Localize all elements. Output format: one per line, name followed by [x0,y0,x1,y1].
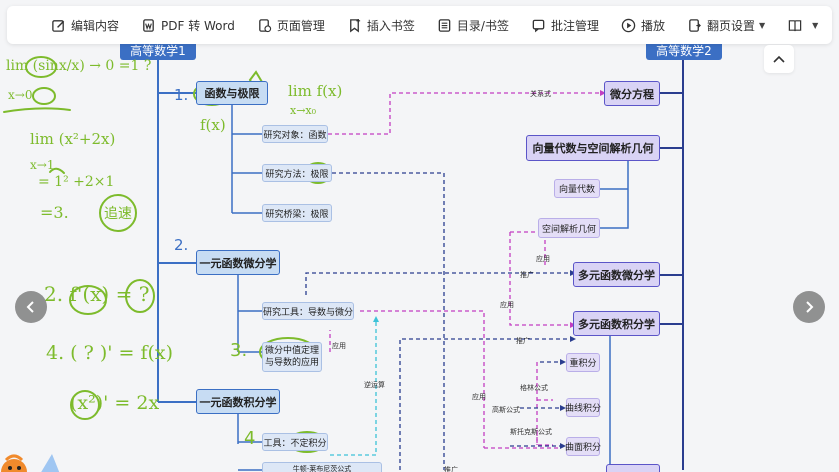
node-partial-bottom [606,464,660,472]
top-toolbar: 编辑内容 PDF 转 Word 页面管理 插入书签 目录/书签 批注管理 播放 [7,6,832,44]
section-number-4: 4 [244,428,256,449]
pdf-to-word-button[interactable]: PDF 转 Word [141,6,235,44]
label-gauss: 高斯公式 [492,406,520,414]
label-inverse: 逆运算 [364,381,385,389]
hw-lim2-eval: = 1² +2×1 [38,174,115,190]
chevron-up-icon [773,55,785,63]
node-b1-bridge: 研究桥梁：极限 [262,204,332,222]
section-number-3: 3. [230,340,248,361]
pdf-to-word-label: PDF 转 Word [161,18,235,33]
node-multi-diff: 多元函数微分学 [573,262,660,287]
hw-lim1-sub: x→0 [8,88,33,102]
hw-q2: 2. f'(x) = ? [44,282,150,306]
edit-content-button[interactable]: 编辑内容 [51,6,119,44]
node-vector-geo: 向量代数与空间解析几何 [526,135,660,161]
toc-icon [438,18,451,32]
node-b3-tool: 工具：不定积分 [262,433,328,451]
previous-page-button[interactable] [15,291,47,323]
toc-bookmark-button[interactable]: 目录/书签 [437,6,509,44]
insert-bookmark-label: 插入书签 [366,18,415,33]
node-b2-tool: 研究工具：导数与微分 [262,302,354,320]
chevron-left-icon [26,301,34,313]
label-green: 格林公式 [520,384,548,392]
book-view-icon [788,19,802,31]
label-stokes: 斯托克斯公式 [510,428,552,436]
node-line-int: 曲线积分 [565,398,601,417]
label-apply-3: 应用 [332,342,346,350]
annotation-manage-button[interactable]: 批注管理 [531,6,599,44]
node-multi-int: 多元函数积分学 [573,311,660,336]
insert-bookmark-button[interactable]: 插入书签 [347,6,415,44]
hw-lim2-res: =3. [40,203,69,222]
bookmark-add-icon [349,18,361,32]
edit-icon [52,19,65,32]
page-manage-button[interactable]: 页面管理 [257,6,325,44]
edit-content-label: 编辑内容 [71,18,120,33]
node-space-geo: 空间解析几何 [538,218,600,238]
node-b3-nl: 牛顿-莱布尼茨公式 [262,462,382,472]
hw-limsub: x→x₀ [290,104,317,117]
node-b1-method: 研究方法：极限 [262,164,332,182]
section-number-2: 2. [174,236,189,254]
label-apply-2: 应用 [500,301,514,309]
section-number-1: 1. [174,86,189,104]
node-diff-eq: 微分方程 [604,81,660,106]
label-extend-3: 推广 [444,466,458,472]
title-right: 高等数学2 [646,40,722,60]
node-univariate-int: 一元函数积分学 [196,389,280,414]
b2-app-line1: 微分中值定理 [264,346,319,356]
page-turn-settings-button[interactable]: 翻页设置 ▼ [687,6,765,44]
page-manage-label: 页面管理 [276,18,325,33]
mascot-icon [1,454,60,472]
node-surface-int: 曲面积分 [565,437,601,456]
node-double-int: 重积分 [566,353,600,372]
next-page-button[interactable] [793,291,825,323]
hw-lim2-sub: x→1 [30,158,55,172]
node-functions-limits: 函数与极限 [196,81,268,105]
hw-lim2-note: 追速 [104,206,132,222]
chevron-down-icon: ▼ [759,20,766,30]
toc-bookmark-label: 目录/书签 [456,18,509,33]
label-extend-1: 推广 [520,271,534,279]
label-relation: 关系式 [530,90,551,98]
hw-q5: (x²)' = 2x [70,392,160,414]
hw-q4: 4. ( ? )' = f(x) [46,342,174,364]
hw-lim2: lim (x²+2x) [30,130,116,148]
play-label: 播放 [640,18,665,33]
book-view-button[interactable]: ▼ [787,6,818,44]
annotation-icon [532,19,545,32]
label-extend-2: 推广 [516,337,530,345]
pdf-word-icon [143,18,154,32]
node-vector-algebra: 向量代数 [554,179,600,198]
b2-app-line2: 与导数的应用 [264,358,319,368]
node-b1-object: 研究对象：函数 [262,125,328,143]
label-apply-1: 应用 [536,255,550,263]
hw-fx: f(x) [200,116,226,134]
chevron-down-icon: ▼ [812,20,819,30]
page-manage-icon [259,18,272,32]
node-univariate-diff: 一元函数微分学 [196,250,280,275]
label-apply-4: 应用 [472,393,486,401]
title-left: 高等数学1 [120,40,196,60]
collapse-toolbar-button[interactable] [764,45,794,73]
hw-limfx: lim f(x) [288,82,343,100]
node-b2-app: 微分中值定理 与导数的应用 [262,342,322,372]
handwriting-notes: lim (sinx/x) → 0 =1 ? x→0 lim (x²+2x) x→… [0,0,342,472]
page-turn-icon [689,18,701,32]
play-icon [621,18,636,32]
play-button[interactable]: 播放 [621,6,665,44]
page-turn-settings-label: 翻页设置 [706,18,755,33]
hw-lim1: lim (sinx/x) → 0 =1 ? [6,58,152,74]
annotation-manage-label: 批注管理 [550,18,599,33]
chevron-right-icon [806,301,814,313]
